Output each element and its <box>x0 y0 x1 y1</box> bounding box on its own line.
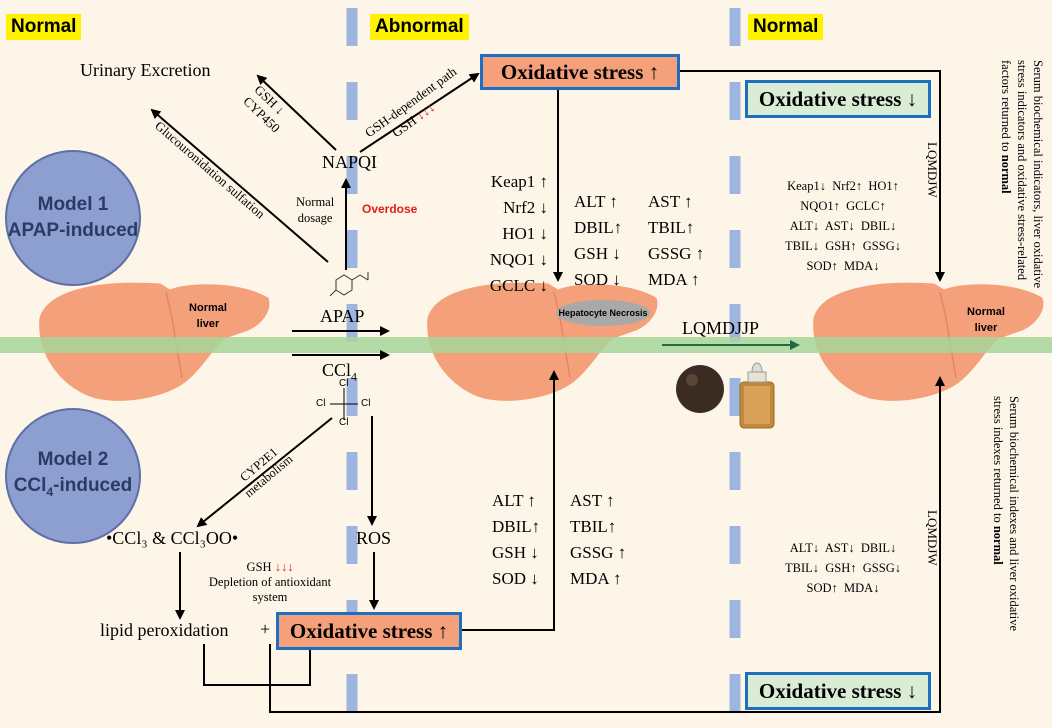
markers-top-col2: ALT ↑DBIL↑GSH ↓SOD ↓ <box>574 192 623 289</box>
model2-title: Model 2 <box>37 449 109 471</box>
header-normal-right: Normal <box>748 14 824 40</box>
apap-label: APAP <box>320 306 365 326</box>
markers-bottom-col1: ALT ↑DBIL↑GSH ↓SOD ↓ <box>492 491 541 588</box>
gsh-depletion-label: GSH ↓↓↓ Depletion of antioxidant system <box>208 560 332 604</box>
lqmdjjp-label: LQMDJJP <box>682 318 760 338</box>
napqi-label: NAPQI <box>322 152 378 172</box>
cl-right: Cl <box>361 398 371 409</box>
lqmdjw-top-label: LQMDJW <box>925 142 940 198</box>
oxidative-stress-up-bottom: Oxidative stress ↑ <box>276 612 462 650</box>
apap-structure <box>329 272 369 297</box>
recovery-note-top: Serum biochemical indicators, liver oxid… <box>999 60 1045 289</box>
ccl4-structure <box>330 388 358 420</box>
markers-bottom-col2: AST ↑TBIL↑GSSG ↑MDA ↑ <box>570 491 627 588</box>
cl-top: Cl <box>339 378 349 389</box>
lipid-peroxidation-label: lipid peroxidation <box>100 620 229 640</box>
model2-circle: Model 2 CCl4-induced <box>5 408 141 544</box>
hepatocyte-necrosis: Hepatocyte Necrosis <box>556 300 650 326</box>
header-abnormal: Abnormal <box>370 14 469 40</box>
herbal-pill <box>676 365 724 413</box>
lqmdjw-bottom-label: LQMDJW <box>925 510 940 566</box>
overdose-label: Overdose <box>362 202 418 216</box>
cl-bottom: Cl <box>339 417 349 428</box>
model1-circle: Model 1 APAP-induced <box>5 150 141 286</box>
model1-title: Model 1 <box>37 194 109 215</box>
herbal-jar <box>739 362 775 429</box>
ccl4-label: CCl4 <box>322 360 358 384</box>
model2-subtitle: CCl4-induced <box>13 475 133 499</box>
green-band <box>0 337 1052 353</box>
markers-top-col3: AST ↑TBIL↑GSSG ↑MDA ↑ <box>648 192 705 289</box>
urinary-excretion-label: Urinary Excretion <box>80 60 211 80</box>
oxidative-stress-up-top: Oxidative stress ↑ <box>480 54 680 90</box>
oxidative-stress-down-bottom: Oxidative stress ↓ <box>745 672 931 710</box>
header-normal-left: Normal <box>6 14 82 40</box>
recovery-note-bottom: Serum biochemical indexes and liver oxid… <box>991 396 1021 631</box>
oxidative-stress-down-top: Oxidative stress ↓ <box>745 80 931 118</box>
ros-label: ROS <box>356 528 392 548</box>
recovery-top: Keap1↓ Nrf2↑ HO1↑NQO1↑ GCLC↑ALT↓ AST↓ DB… <box>785 179 901 273</box>
model1-subtitle: APAP-induced <box>7 220 139 241</box>
recovery-bottom: ALT↓ AST↓ DBIL↓TBIL↓ GSH↑ GSSG↓SOD↑ MDA↓ <box>785 541 901 595</box>
radicals-label: •CCl₃ & CCl₃OO• <box>106 528 239 548</box>
plus-sign: + <box>260 619 271 639</box>
markers-top-col1: Keap1 ↑Nrf2 ↓HO1 ↓NQO1 ↓GCLC ↓ <box>489 172 548 295</box>
cl-left: Cl <box>316 398 326 409</box>
